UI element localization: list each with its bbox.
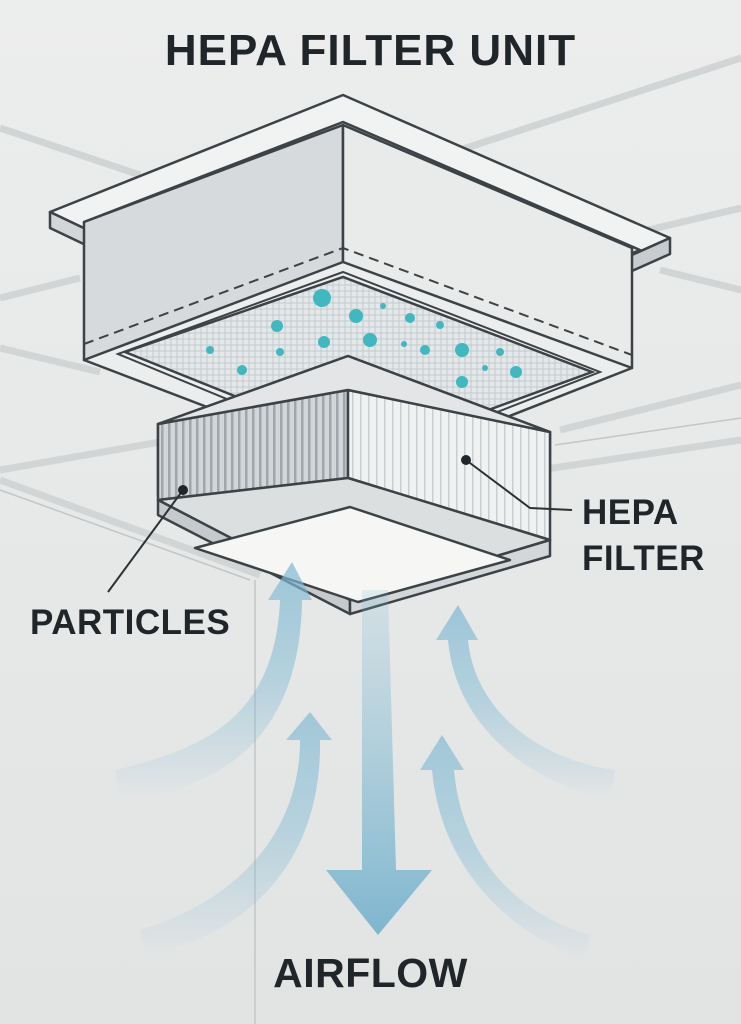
leader-dots: [178, 455, 471, 495]
airflow-arrow-up-right-2: [420, 735, 590, 960]
airflow-label: AIRFLOW: [273, 950, 468, 996]
hepa-filter-label: HEPA FILTER: [582, 490, 705, 582]
hepa-filter-label-line2: FILTER: [582, 539, 705, 578]
airflow-arrows: [115, 562, 615, 960]
airflow-arrow-up-left-1: [115, 562, 312, 800]
hepa-filter-upper-faces: [156, 354, 552, 542]
diagram-title: HEPA FILTER UNIT: [164, 26, 577, 75]
particles-label: PARTICLES: [30, 603, 231, 642]
airflow-arrow-up-right-1: [436, 605, 615, 800]
hepa-filter-label-line1: HEPA: [582, 493, 679, 532]
leader-lines: [107, 459, 573, 593]
hepa-filter-leader-dot: [461, 455, 471, 465]
airflow-arrow-down: [326, 590, 432, 935]
housing-dashed-seam: [83, 246, 633, 356]
hepa-filter-leader-line: [465, 459, 573, 511]
diffuser-face: [193, 505, 512, 604]
particles-leader-dot: [178, 485, 188, 495]
particles: [206, 289, 522, 388]
airflow-arrow-up-left-2: [140, 712, 332, 955]
ceiling-grid-thin: [0, 417, 741, 1024]
ceiling-grid: [0, 54, 741, 579]
particles-leader-line: [107, 489, 184, 593]
